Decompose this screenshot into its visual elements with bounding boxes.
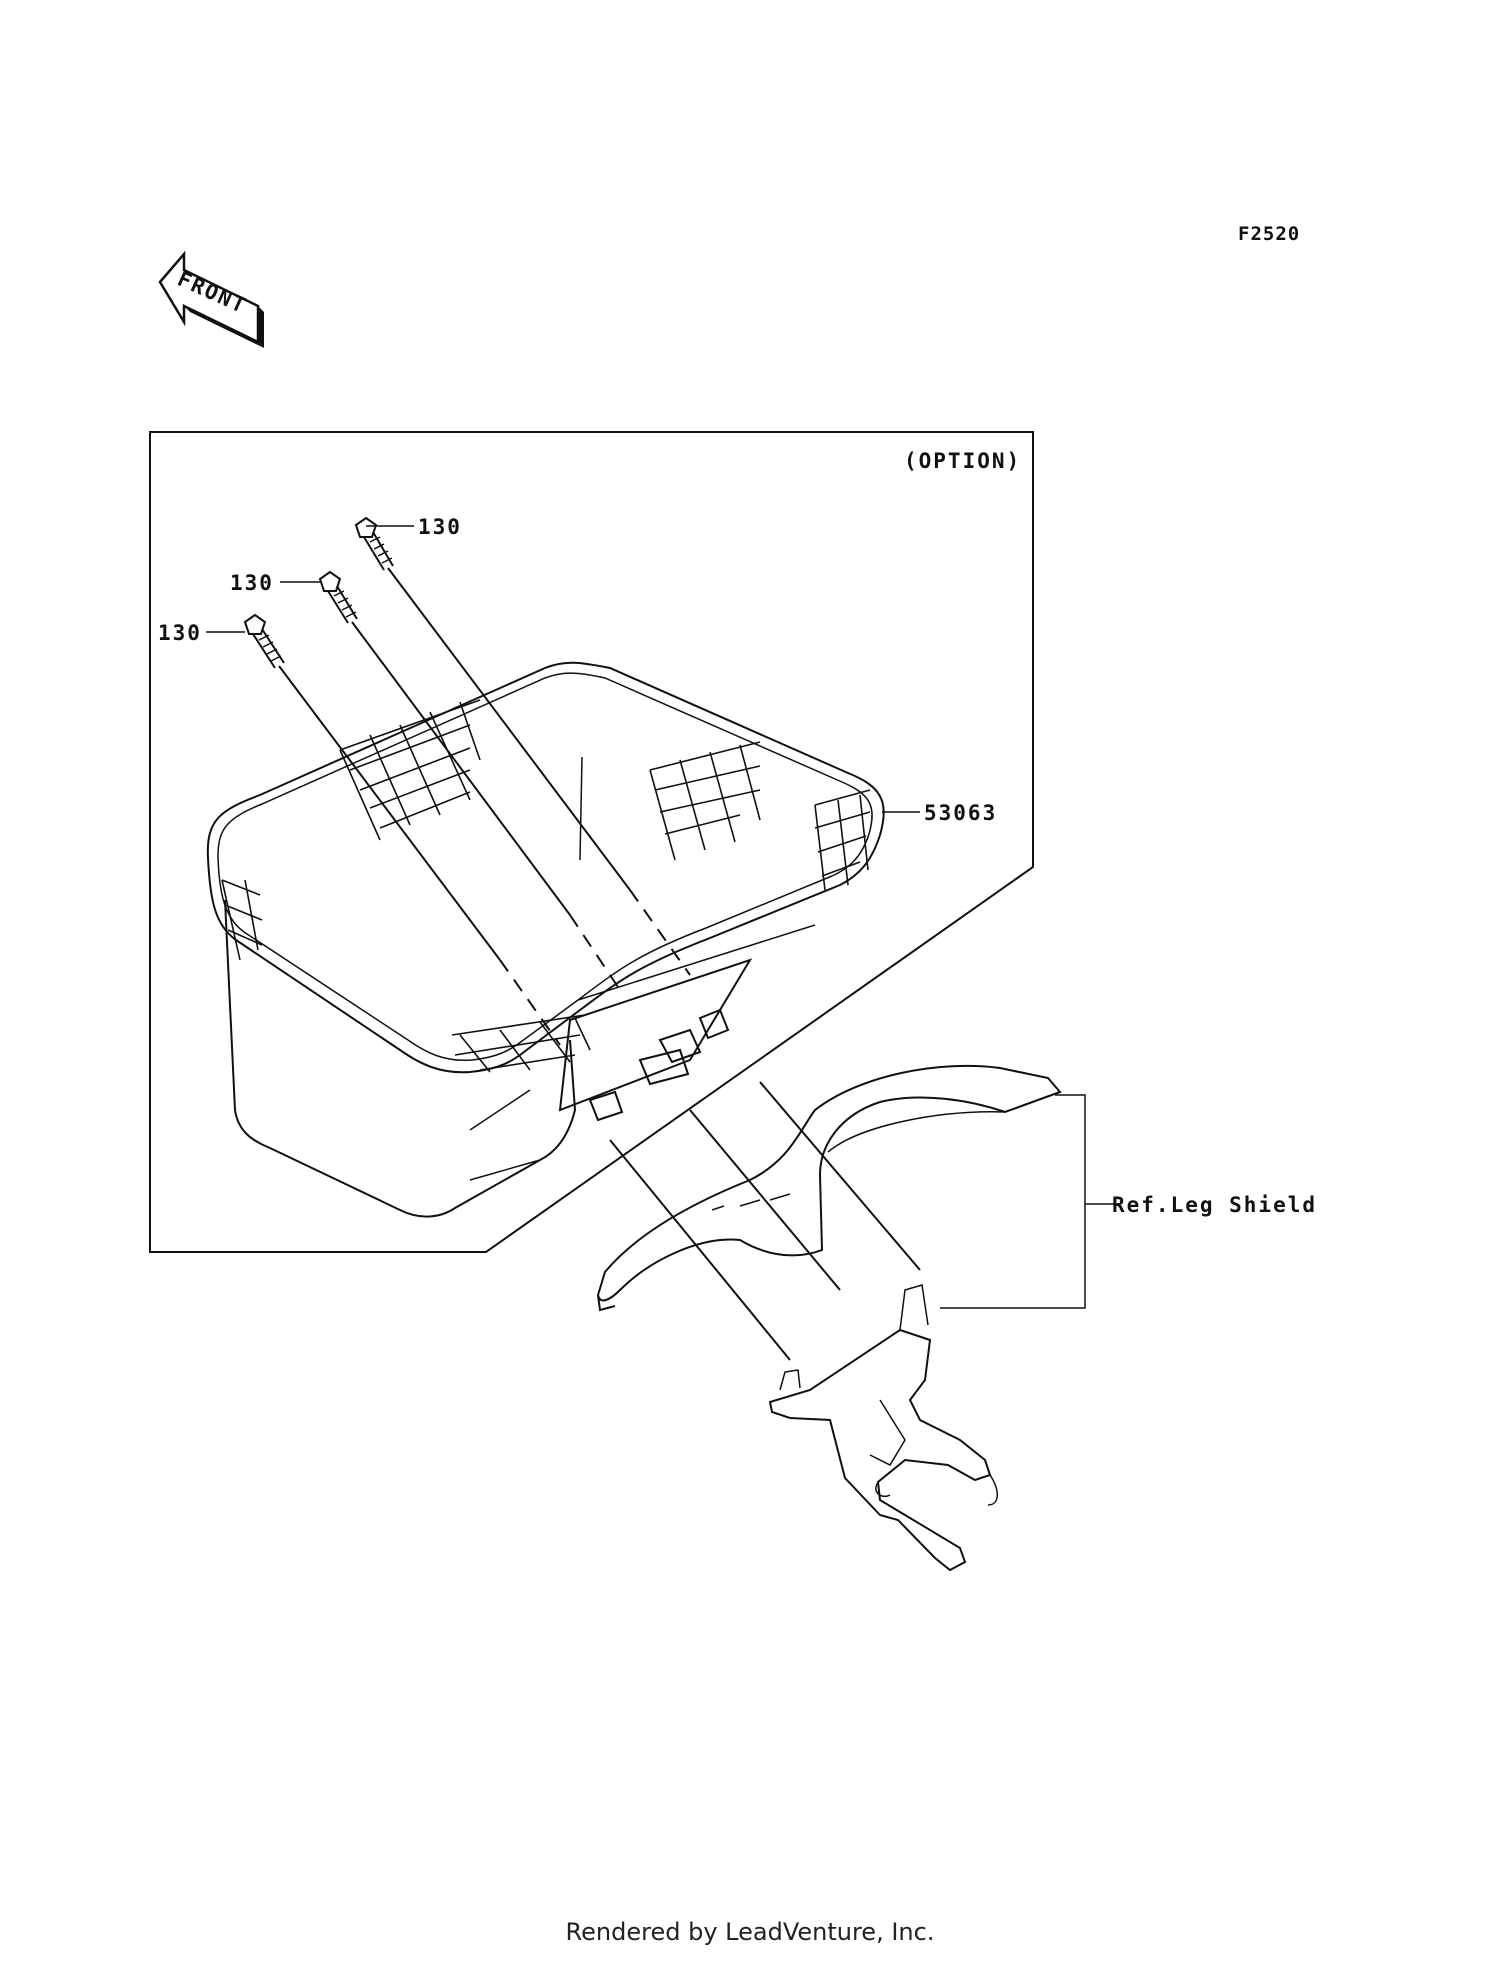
basket (206, 661, 885, 1218)
footer-text: Rendered by LeadVenture, Inc. (565, 1918, 935, 1946)
reference-label: Ref.Leg Shield (1112, 1193, 1317, 1217)
leg-shield (596, 1064, 1062, 1312)
part-number-label: 130 (230, 571, 274, 595)
part-number-label: 53063 (924, 801, 997, 825)
bolt-3-icon (243, 613, 285, 669)
part-number-label: 130 (418, 515, 462, 539)
diagram-code: F2520 (1238, 223, 1300, 245)
bolt-2-icon (318, 570, 358, 624)
mounting-bracket (768, 1284, 998, 1572)
bolt-1-icon (354, 516, 394, 571)
option-frame (149, 431, 1034, 1253)
part-number-label: 130 (158, 621, 202, 645)
option-label: (OPTION) (904, 449, 1021, 473)
front-arrow-icon: FRONT (158, 250, 264, 348)
